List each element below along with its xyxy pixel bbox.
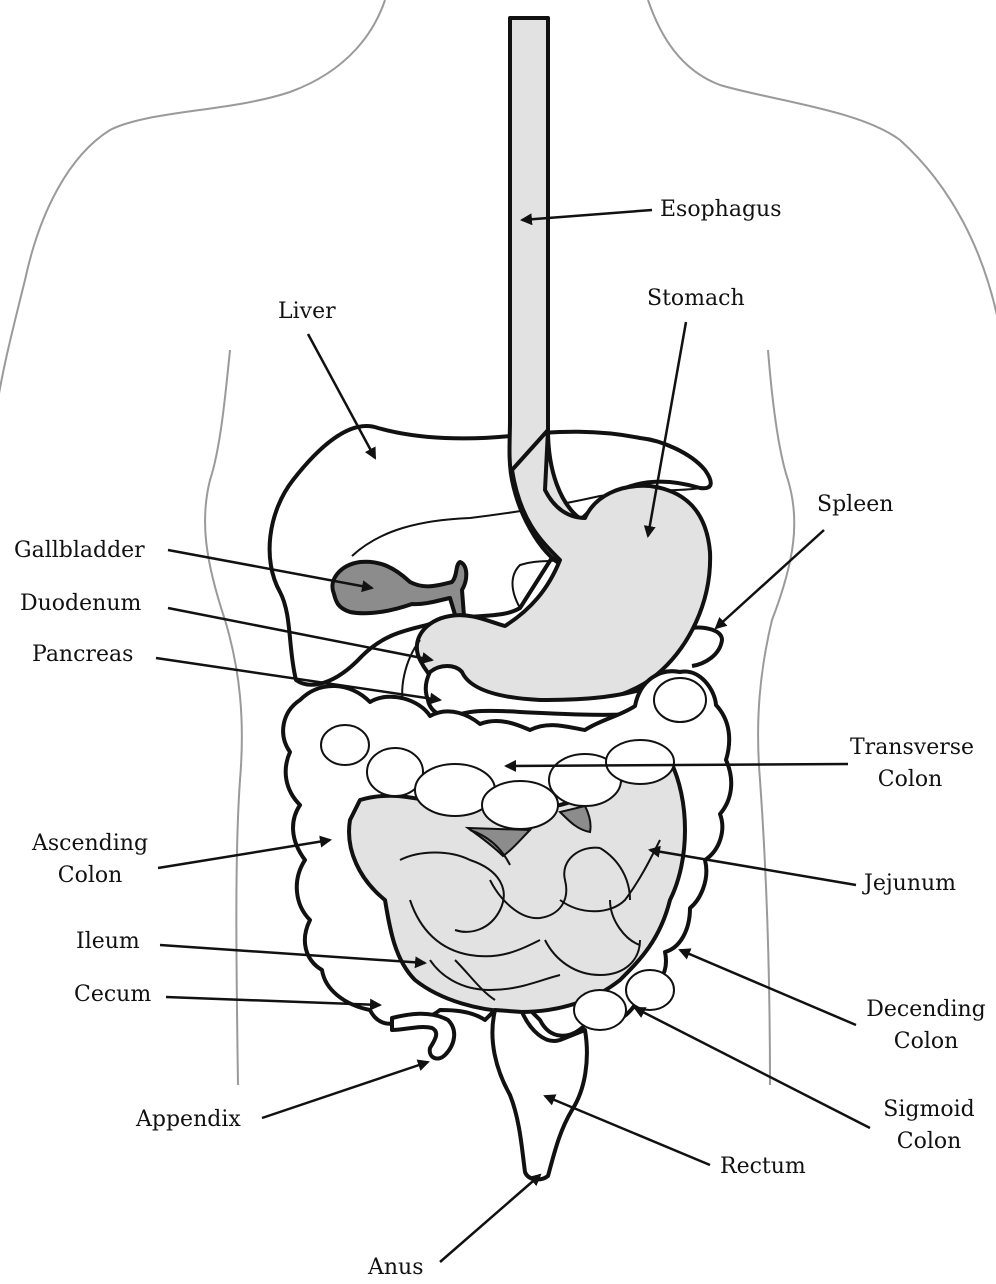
label-appendix: Appendix	[136, 1107, 241, 1132]
label-rectum: Rectum	[720, 1154, 806, 1179]
label-duodenum: Duodenum	[20, 591, 142, 616]
appendix	[390, 1011, 457, 1061]
label-anus: Anus	[368, 1255, 424, 1280]
liver	[267, 424, 713, 687]
leader-lines	[155, 208, 871, 1263]
label-pancreas: Pancreas	[32, 642, 134, 667]
esophagus	[507, 16, 584, 570]
spleen	[689, 625, 724, 668]
label-ascending-colon: Ascending Colon	[31, 831, 149, 888]
label-cecum: Cecum	[74, 982, 152, 1007]
label-esophagus: Esophagus	[660, 197, 782, 222]
label-transverse-colon: Transverse Colon	[850, 735, 975, 792]
label-ileum: Ileum	[76, 929, 140, 954]
label-jejunum: Jejunum	[864, 871, 957, 896]
label-spleen: Spleen	[817, 492, 894, 517]
label-gallbladder: Gallbladder	[14, 538, 145, 563]
label-decending-colon: Decending Colon	[866, 997, 986, 1054]
body-outline	[0, 0, 996, 1086]
gallbladder	[330, 559, 469, 620]
rectum	[490, 1008, 589, 1182]
mesentery-shadow	[464, 804, 592, 858]
intestine-folds	[399, 829, 661, 1001]
label-sigmoid-colon: Sigmoid Colon	[883, 1097, 975, 1154]
label-stomach: Stomach	[647, 286, 745, 311]
label-liver: Liver	[278, 299, 336, 324]
colon-haustra	[320, 677, 707, 1031]
